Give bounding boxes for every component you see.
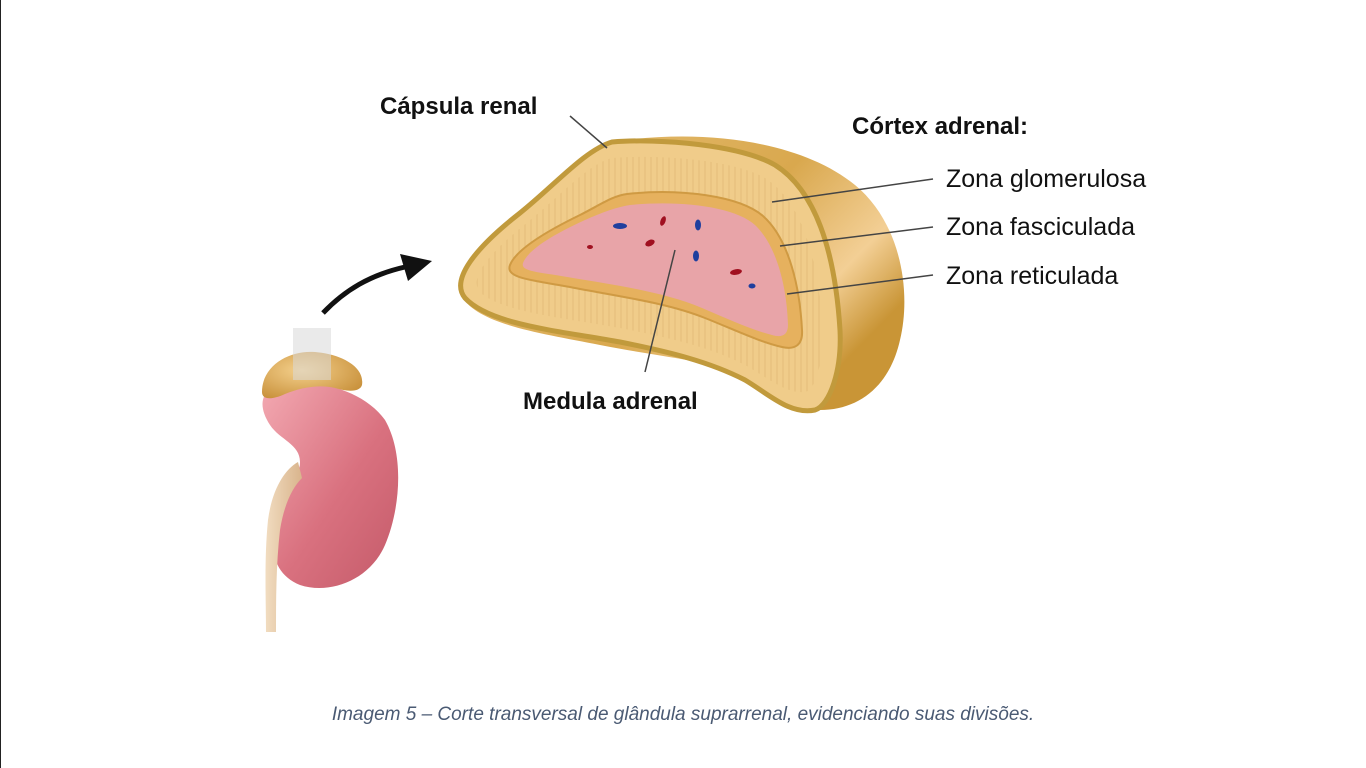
label-medula-adrenal: Medula adrenal (523, 388, 698, 415)
label-capsula-renal: Cápsula renal (380, 93, 538, 120)
leader-lines (569, 115, 934, 373)
label-zona-reticulada: Zona reticulada (946, 262, 1119, 290)
label-zona-glomerulosa: Zona glomerulosa (946, 165, 1147, 193)
left-border (0, 0, 1, 768)
figure-caption: Imagem 5 – Corte transversal de glândula… (331, 704, 1035, 725)
label-zona-fasciculada: Zona fasciculada (946, 213, 1136, 241)
adrenal-cross-section (458, 136, 905, 414)
curved-arrow (321, 254, 432, 315)
label-cortex-adrenal: Córtex adrenal: (852, 113, 1029, 140)
kidney-illustration (262, 328, 399, 632)
